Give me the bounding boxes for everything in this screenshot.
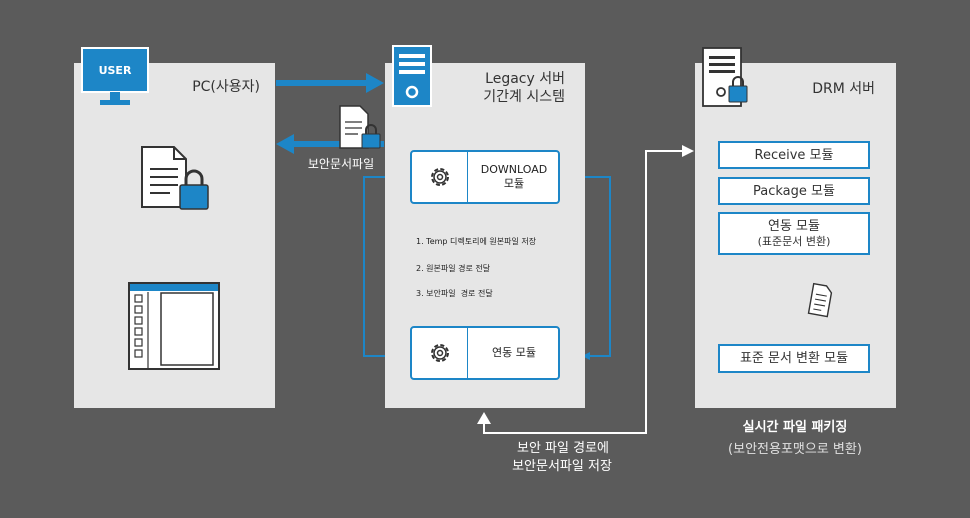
download-module-label-2: 모듈: [503, 177, 525, 190]
gear-icon: [431, 344, 449, 362]
document-icon: [807, 282, 833, 318]
download-divider: [467, 152, 468, 202]
legacy-title-line1: Legacy 서버: [485, 71, 565, 87]
drm-return-line: [483, 145, 694, 434]
server-icon: [392, 45, 432, 107]
legacy-to-pc-arrow: [276, 134, 384, 154]
drm-link-module: 연동 모듈 (표준문서 변환): [718, 212, 870, 255]
bottom-left-line2: 보안문서파일 저장: [512, 459, 612, 474]
user-label: USER: [98, 64, 132, 77]
receive-module-label: Receive 모듈: [754, 147, 834, 163]
monitor-icon: [81, 47, 149, 105]
secure-file-label: 보안문서파일: [307, 157, 375, 171]
drm-server-icon: [702, 47, 748, 107]
legacy-link-module-label: 연동 모듈: [492, 346, 536, 359]
drm-link-module-label: 연동 모듈: [768, 218, 820, 234]
download-module-label-1: DOWNLOAD: [480, 163, 548, 176]
drm-link-module-sublabel: (표준문서 변환): [757, 234, 831, 248]
bottom-left-line1: 보안 파일 경로에: [517, 441, 609, 456]
receive-module: Receive 모듈: [718, 141, 870, 169]
up-arrowhead: [477, 412, 491, 424]
package-module: Package 모듈: [718, 177, 870, 205]
legacy-link-module-box: [410, 326, 560, 380]
package-module-label: Package 모듈: [753, 183, 835, 199]
legacy-title-line2: 기간계 시스템: [483, 89, 565, 105]
drm-title: DRM 서버: [812, 81, 875, 97]
bottom-right-line2: (보안전용포맷으로 변환): [728, 442, 862, 457]
locked-document-icon: [141, 146, 209, 210]
step-2: 2. 원본파일 경로 전달: [416, 264, 491, 273]
standard-convert-module-label: 표준 문서 변환 모듈: [739, 351, 849, 366]
app-window-icon: [128, 282, 220, 370]
pc-to-legacy-arrow: [276, 73, 384, 93]
secure-document-icon: [339, 105, 381, 149]
link-divider: [467, 328, 468, 378]
bottom-right-line1: 실시간 파일 패키징: [742, 420, 848, 435]
right-loop-line: [560, 176, 611, 360]
standard-convert-module: 표준 문서 변환 모듈: [718, 344, 870, 373]
step-1: 1. Temp 디렉토리에 원본파일 저장: [416, 237, 537, 246]
step-3: 3. 보안파일 경로 전달: [416, 289, 493, 298]
gear-icon: [431, 168, 449, 186]
download-module-box: [410, 150, 560, 204]
pc-title: PC(사용자): [192, 79, 260, 95]
